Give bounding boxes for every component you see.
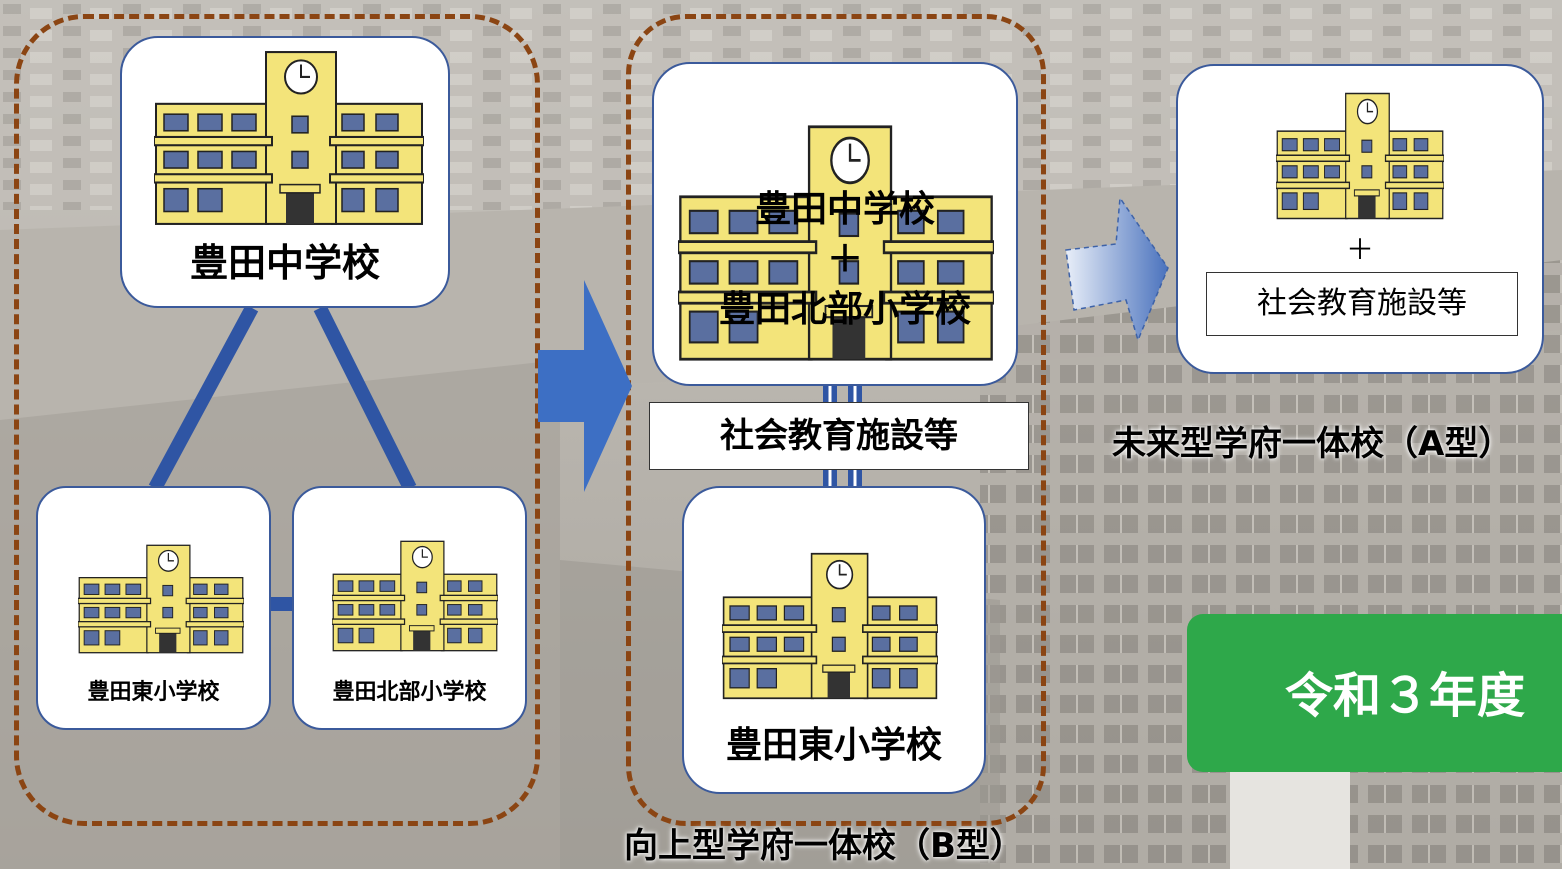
connector-line-junior-north (313, 304, 417, 492)
card-elementary-north: 豊田北部小学校 (292, 486, 527, 730)
school-building-icon (331, 540, 499, 652)
dashed-right-arrow-icon (1065, 195, 1169, 343)
school-building-icon (153, 50, 425, 226)
label-junior-high: 豊田中学校 (189, 241, 380, 285)
card-combined-school (652, 62, 1018, 386)
facility-box-a: 社会教育施設等 (1206, 272, 1518, 336)
year-badge: 令和３年度 (1187, 614, 1562, 772)
caption-type-a: 未来型学府一体校（A型） (1112, 424, 1513, 464)
card-elementary-east-b: 豊田東小学校 (682, 486, 986, 794)
label-combined-line2: 豊田北部小学校 (718, 289, 971, 330)
school-building-icon (721, 552, 939, 700)
connector-line-junior-east (148, 304, 259, 492)
card-future-school: ＋ 社会教育施設等 (1176, 64, 1544, 374)
label-combined-line1: 豊田中学校 (754, 189, 935, 230)
school-building-icon (77, 544, 245, 654)
school-building-icon (1275, 92, 1445, 220)
label-combined-plus: ＋ (826, 239, 863, 280)
facility-box-b: 社会教育施設等 (649, 402, 1029, 470)
group-type-b-dashed-outline (626, 14, 1046, 826)
group-before-dashed-outline (14, 14, 540, 826)
right-arrow-icon (538, 280, 632, 492)
caption-type-b: 向上型学府一体校（B型） (624, 826, 1024, 866)
card-elementary-east: 豊田東小学校 (36, 486, 271, 730)
label-elementary-east: 豊田東小学校 (87, 680, 220, 705)
label-elementary-north: 豊田北部小学校 (332, 680, 487, 705)
card-junior-high: 豊田中学校 (120, 36, 450, 308)
year-badge-text: 令和３年度 (1285, 668, 1526, 724)
label-plus-a: ＋ (1345, 233, 1374, 266)
label-elementary-east-b: 豊田東小学校 (725, 725, 942, 766)
school-building-icon (676, 124, 996, 362)
